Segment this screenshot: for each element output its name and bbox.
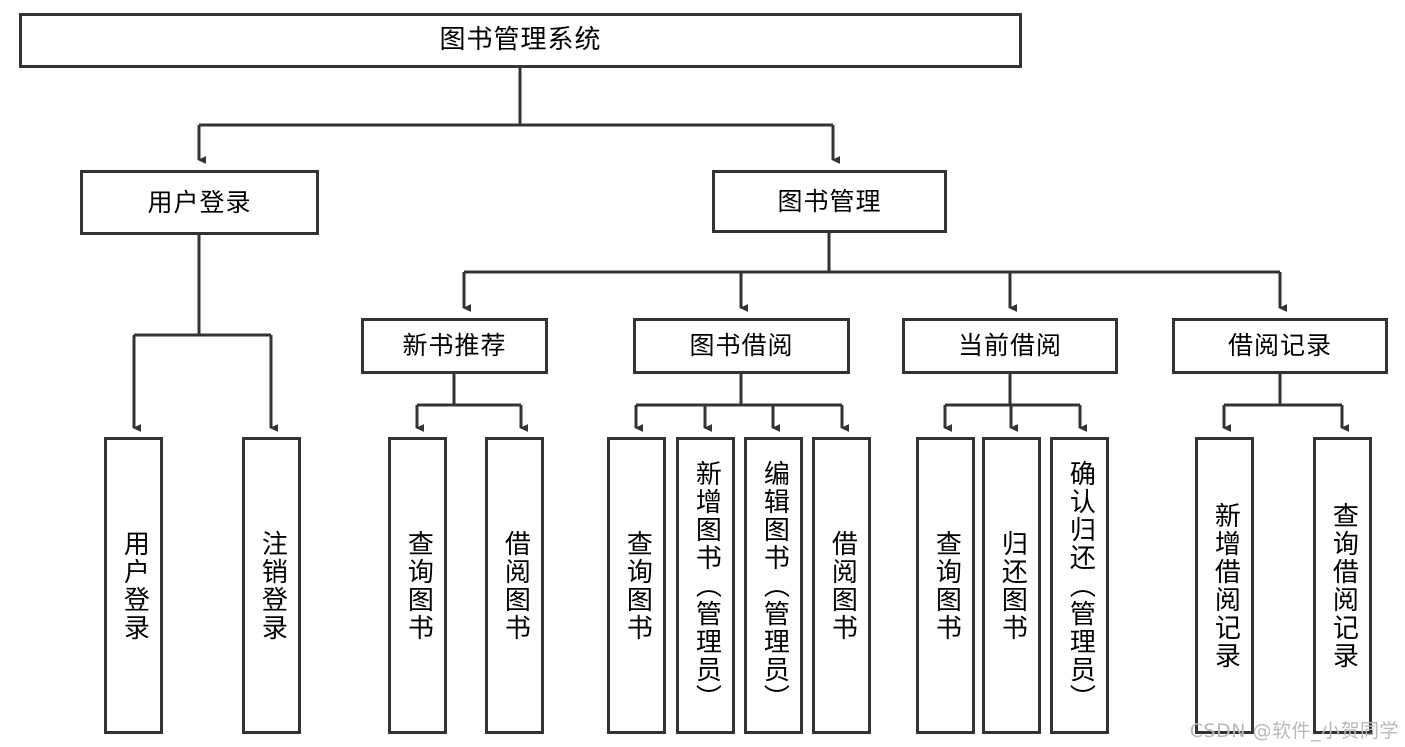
leaf-borrow-book-new[interactable]: 借阅图书 bbox=[485, 437, 544, 734]
watermark-text: CSDN @软件_小贺同学 bbox=[1189, 720, 1399, 742]
node-label: 图书管理系统 bbox=[439, 24, 602, 55]
leaf-return-book[interactable]: 归还图书 bbox=[982, 437, 1041, 734]
leaf-add-borrow-record[interactable]: 新增借阅记录 bbox=[1195, 437, 1254, 734]
node-label: 查询图书 bbox=[931, 529, 962, 642]
node-label: 用户登录 bbox=[147, 187, 252, 217]
node-label: 编辑图书（管理员） bbox=[759, 459, 790, 712]
node-label: 图书借阅 bbox=[689, 331, 794, 360]
node-label: 新增图书（管理员） bbox=[691, 459, 722, 712]
node-current-borrow[interactable]: 当前借阅 bbox=[902, 318, 1118, 374]
node-label: 查询图书 bbox=[622, 529, 653, 642]
leaf-edit-book-admin[interactable]: 编辑图书（管理员） bbox=[744, 437, 803, 734]
node-borrow-record[interactable]: 借阅记录 bbox=[1172, 318, 1388, 374]
leaf-query-borrow-record[interactable]: 查询借阅记录 bbox=[1313, 437, 1372, 734]
leaf-user-login[interactable]: 用户登录 bbox=[104, 437, 163, 734]
node-label: 借阅图书 bbox=[500, 529, 531, 642]
leaf-add-book-admin[interactable]: 新增图书（管理员） bbox=[676, 437, 735, 734]
node-book-borrow[interactable]: 图书借阅 bbox=[633, 318, 850, 374]
node-book-management[interactable]: 图书管理 bbox=[712, 170, 947, 233]
node-user-login[interactable]: 用户登录 bbox=[80, 170, 319, 235]
node-label: 新书推荐 bbox=[402, 331, 507, 360]
node-label: 借阅图书 bbox=[827, 529, 858, 642]
node-label: 当前借阅 bbox=[957, 331, 1062, 360]
leaf-query-book-borrow[interactable]: 查询图书 bbox=[607, 437, 666, 734]
leaf-borrow-book[interactable]: 借阅图书 bbox=[812, 437, 871, 734]
node-root-system[interactable]: 图书管理系统 bbox=[19, 13, 1022, 68]
node-label: 查询图书 bbox=[403, 529, 434, 642]
node-label: 查询借阅记录 bbox=[1328, 501, 1359, 670]
leaf-query-book-current[interactable]: 查询图书 bbox=[916, 437, 975, 734]
node-label: 确认归还（管理员） bbox=[1065, 459, 1096, 712]
node-label: 注销登录 bbox=[257, 529, 288, 642]
node-label: 借阅记录 bbox=[1227, 331, 1332, 360]
node-label: 图书管理 bbox=[777, 186, 882, 216]
node-label: 用户登录 bbox=[119, 529, 150, 642]
node-label: 归还图书 bbox=[997, 529, 1028, 642]
leaf-query-book-new[interactable]: 查询图书 bbox=[388, 437, 447, 734]
leaf-confirm-return-admin[interactable]: 确认归还（管理员） bbox=[1050, 437, 1109, 734]
node-label: 新增借阅记录 bbox=[1210, 501, 1241, 670]
leaf-logout[interactable]: 注销登录 bbox=[242, 437, 301, 734]
node-new-book-recommend[interactable]: 新书推荐 bbox=[361, 318, 548, 374]
